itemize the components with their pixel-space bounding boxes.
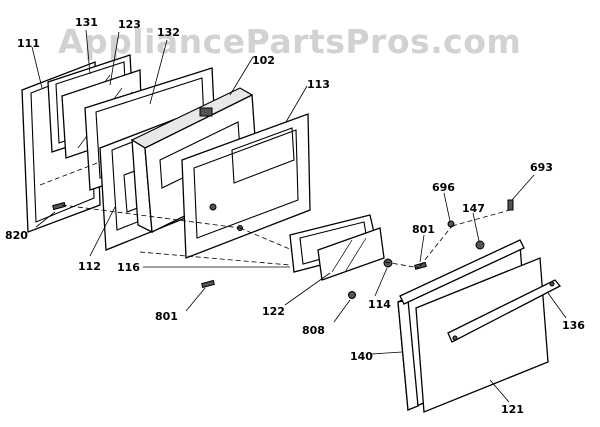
part-121-door-panel (415, 257, 549, 413)
part-122-window-glass (317, 227, 385, 281)
label-693: 693 (530, 161, 553, 174)
part-693-screw (507, 199, 514, 211)
label-111: 111 (17, 37, 40, 50)
part-136-handle (447, 279, 562, 343)
label-102: 102 (252, 54, 275, 67)
label-696: 696 (432, 181, 455, 194)
part-labels: 111 131 123 132 102 113 820 112 116 801 … (5, 16, 585, 416)
label-132: 132 (157, 26, 180, 39)
label-131: 131 (75, 16, 98, 29)
label-801-right: 801 (412, 223, 435, 236)
assembly-lines (39, 161, 511, 269)
part-114-clip (383, 258, 393, 268)
label-820: 820 (5, 229, 28, 242)
label-136: 136 (562, 319, 585, 332)
label-147: 147 (462, 202, 485, 215)
part-113-inner-panel (181, 113, 311, 259)
label-121: 121 (501, 403, 524, 416)
label-801-left: 801 (155, 310, 178, 323)
label-140: 140 (350, 350, 373, 363)
watermark-logo: AppliancePartsPros.com (58, 22, 522, 61)
label-116: 116 (117, 261, 140, 274)
label-113: 113 (307, 78, 330, 91)
part-808-screw (348, 291, 356, 299)
label-112: 112 (78, 260, 101, 273)
door-top-rail (399, 239, 525, 305)
label-123: 123 (118, 18, 141, 31)
leader-lines (31, 29, 567, 403)
part-147-spacer (475, 240, 485, 250)
label-808: 808 (302, 324, 325, 337)
part-820-screw (52, 201, 66, 211)
label-114: 114 (368, 298, 391, 311)
part-801-screw-a (201, 279, 215, 289)
label-122: 122 (262, 305, 285, 318)
